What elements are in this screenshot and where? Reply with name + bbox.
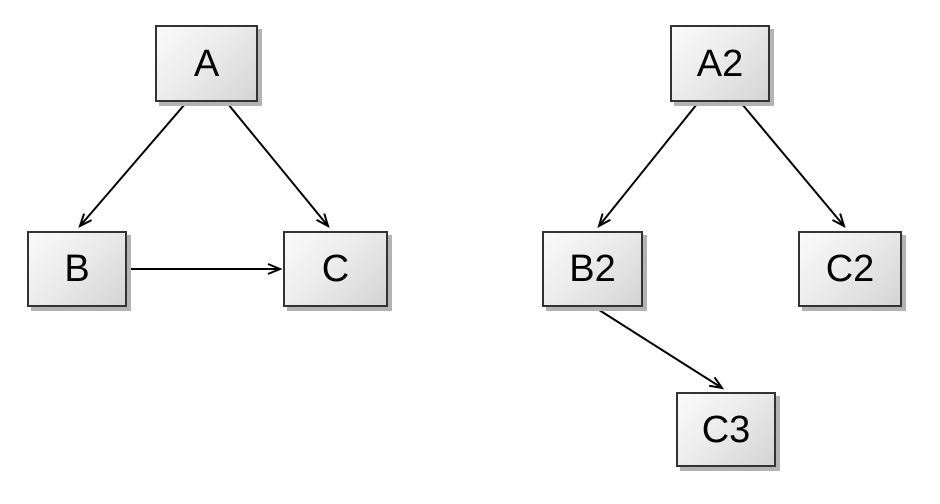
node-c3-label: C3 [701,408,751,451]
edge-a-to-b[interactable] [78,103,186,228]
edge-b2-to-c3[interactable] [595,307,725,390]
node-b-label: B [64,248,90,290]
node-b2-label: B2 [569,248,616,290]
node-b2[interactable]: B2 [542,231,643,307]
node-c[interactable]: C [283,231,388,307]
node-c2-label: C2 [825,248,875,290]
node-c2[interactable]: C2 [798,231,902,307]
node-c3[interactable]: C3 [676,392,776,467]
node-a2-label: A2 [696,42,744,85]
node-a[interactable]: A [155,25,258,102]
node-c-label: C [321,248,350,290]
node-a2[interactable]: A2 [670,25,770,102]
edge-a2-to-b2[interactable] [597,103,698,229]
edge-a2-to-c2[interactable] [741,103,846,228]
node-a-label: A [193,42,220,85]
node-b[interactable]: B [27,231,127,307]
edge-a-to-c[interactable] [227,103,330,229]
